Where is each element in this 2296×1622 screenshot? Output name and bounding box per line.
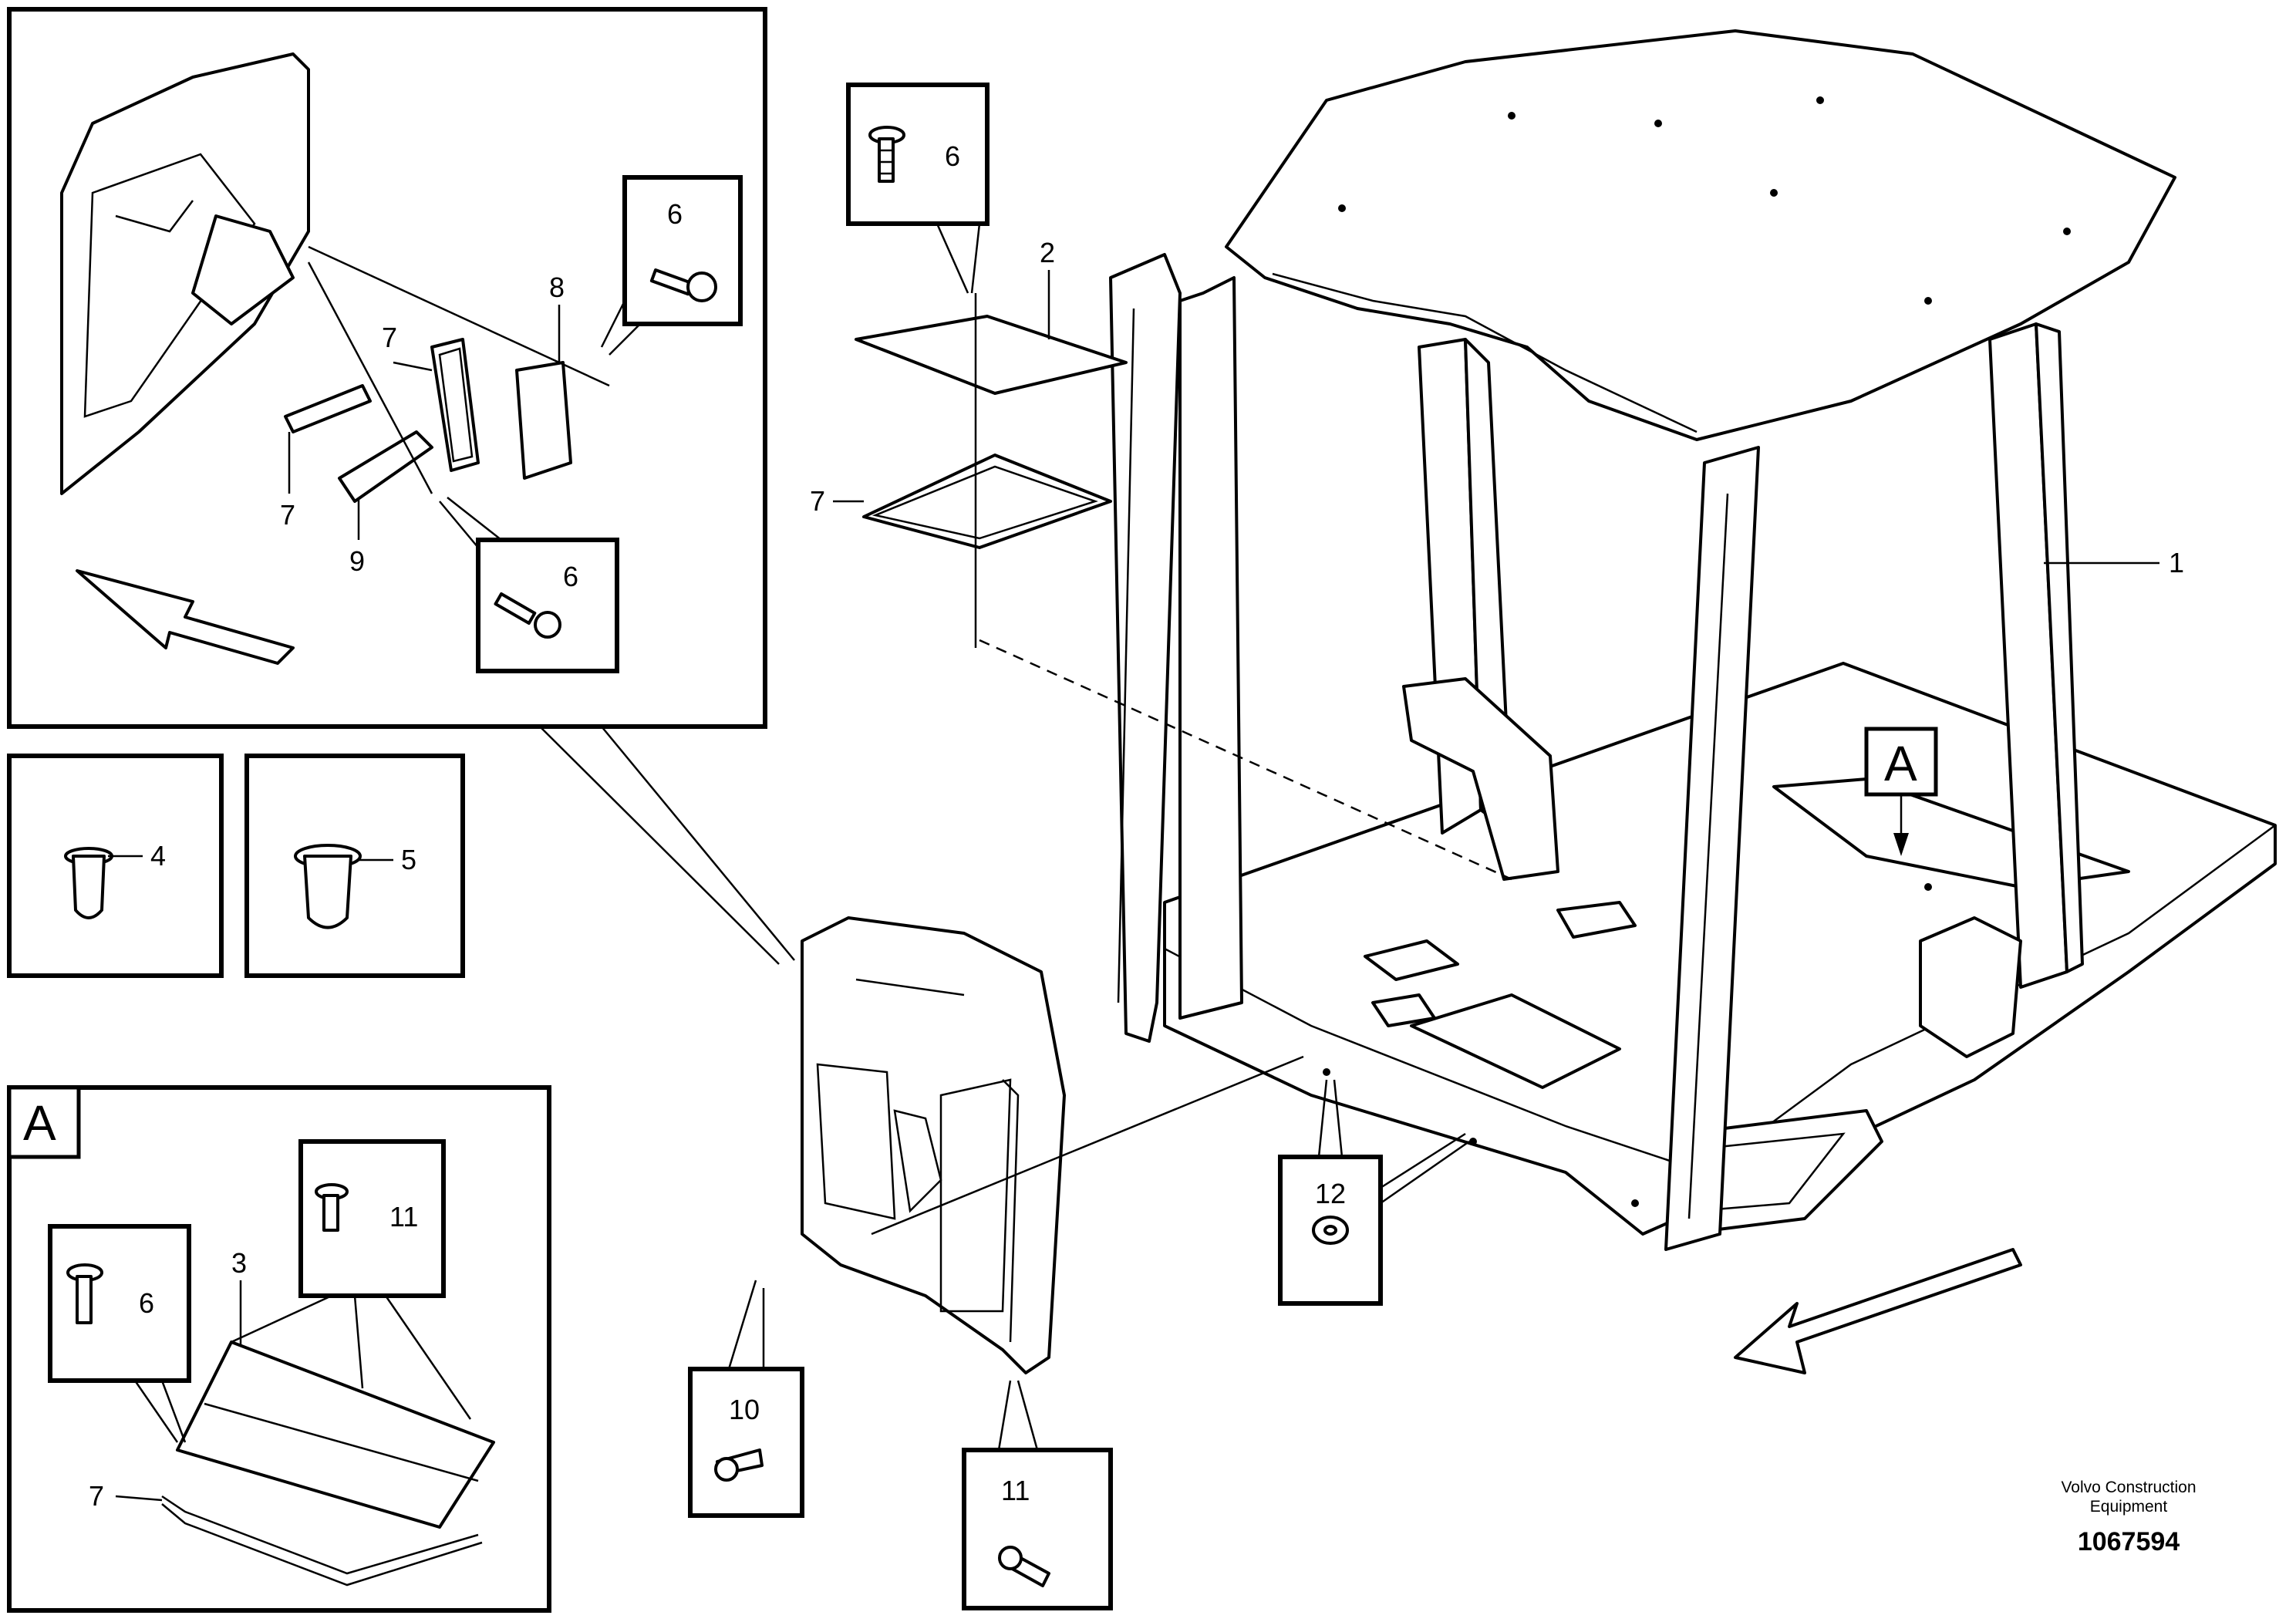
svg-text:A: A <box>1884 736 1917 791</box>
label-cover-plate: 2 <box>1040 237 1055 268</box>
callout-screw-10: 10 <box>688 1280 804 1518</box>
svg-text:4: 4 <box>150 840 166 872</box>
label-seal-a: 7 <box>89 1480 104 1512</box>
label-seal: 7 <box>810 485 825 517</box>
svg-text:11: 11 <box>1001 1475 1030 1506</box>
screw-icon <box>494 592 561 639</box>
brand-line1: Volvo Construction <box>2061 1479 2196 1496</box>
svg-text:6: 6 <box>563 561 578 592</box>
label-cab: 1 <box>2169 547 2184 578</box>
label-panel-9: 9 <box>349 545 365 577</box>
cab-frame <box>1109 29 2277 1251</box>
svg-text:12: 12 <box>1315 1178 1346 1209</box>
footer: Volvo Construction Equipment 1067594 <box>2061 1479 2196 1556</box>
screw-icon <box>868 126 905 183</box>
callout-rivet-nut-large: 5 <box>244 754 465 978</box>
screw-icon <box>649 268 717 302</box>
label-floor-plate: 3 <box>231 1247 247 1279</box>
label-seal-lower: 7 <box>280 499 295 531</box>
section-a-marker: A <box>1864 727 1938 856</box>
svg-text:5: 5 <box>401 844 416 875</box>
svg-text:6: 6 <box>667 198 683 230</box>
callout-rivet-nut-small: 4 <box>7 754 224 978</box>
doc-number: 1067594 <box>2078 1527 2180 1556</box>
label-seal-upper: 7 <box>382 322 397 353</box>
detail-a: A 7 3 6 11 <box>7 1085 551 1613</box>
detail-dashboard: 8 7 7 9 6 6 <box>7 7 767 729</box>
detail-a-title: A <box>23 1095 56 1151</box>
callout-screw-top: 6 <box>846 83 990 294</box>
svg-text:6: 6 <box>139 1287 154 1319</box>
brand-line2: Equipment <box>2090 1498 2168 1516</box>
label-panel-8: 8 <box>549 271 565 303</box>
svg-text:6: 6 <box>945 140 960 172</box>
svg-text:11: 11 <box>389 1201 418 1233</box>
callout-screw-11-center: 11 <box>962 1380 1113 1610</box>
cover-plate-group <box>855 293 1512 881</box>
direction-arrow <box>1734 1248 2022 1374</box>
callout-washer-12: 12 <box>1278 1079 1470 1306</box>
svg-text:10: 10 <box>729 1394 760 1425</box>
front-panel <box>801 916 1304 1374</box>
